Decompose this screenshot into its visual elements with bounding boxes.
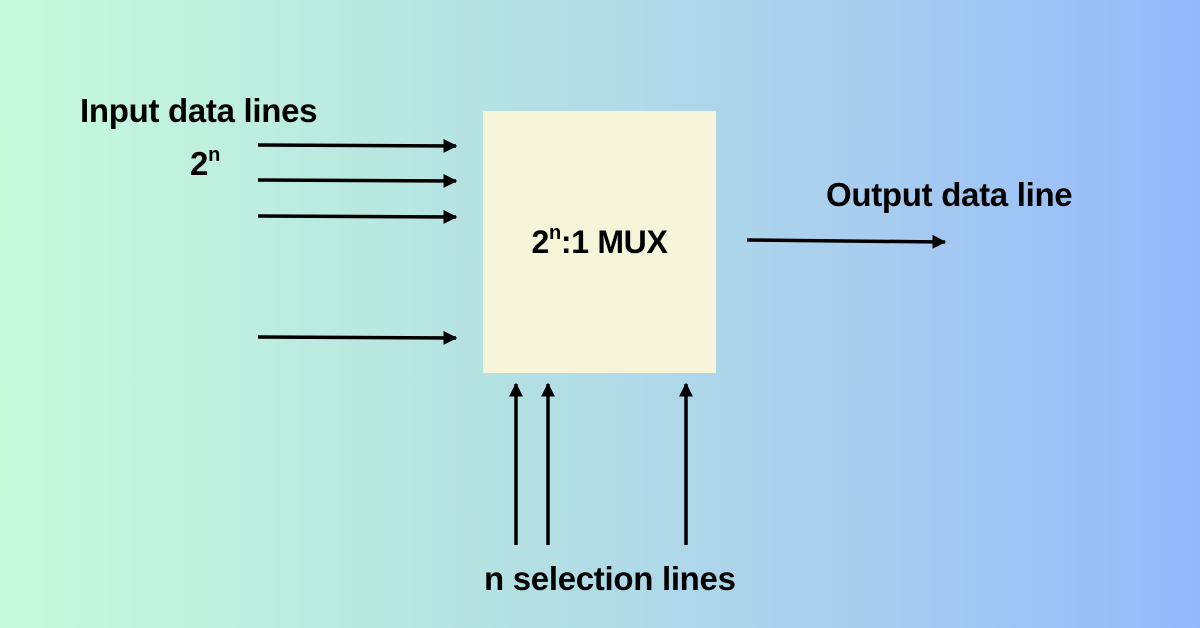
mux-label-exponent: n: [548, 222, 561, 244]
output-data-line-label: Output data line: [826, 176, 1073, 213]
mux-label-rest: :1 MUX: [560, 224, 668, 260]
input-arrow: [257, 173, 458, 188]
input-arrows: [257, 138, 458, 345]
input-count-exponent: n: [208, 144, 220, 166]
input-arrow: [257, 138, 458, 153]
input-arrow: [257, 209, 458, 224]
mux-label-base: 2: [531, 224, 549, 260]
input-arrow: [257, 330, 458, 345]
mux-label: 2n:1 MUX: [531, 223, 668, 260]
input-data-lines-label: Input data lines: [80, 92, 318, 129]
input-count-base: 2: [190, 145, 209, 182]
selection-arrows: [509, 382, 693, 545]
mux-block: 2n:1 MUX: [483, 111, 716, 373]
output-arrow: [746, 234, 947, 249]
input-count-label: 2n: [190, 144, 220, 182]
selection-lines-label: n selection lines: [484, 560, 736, 597]
